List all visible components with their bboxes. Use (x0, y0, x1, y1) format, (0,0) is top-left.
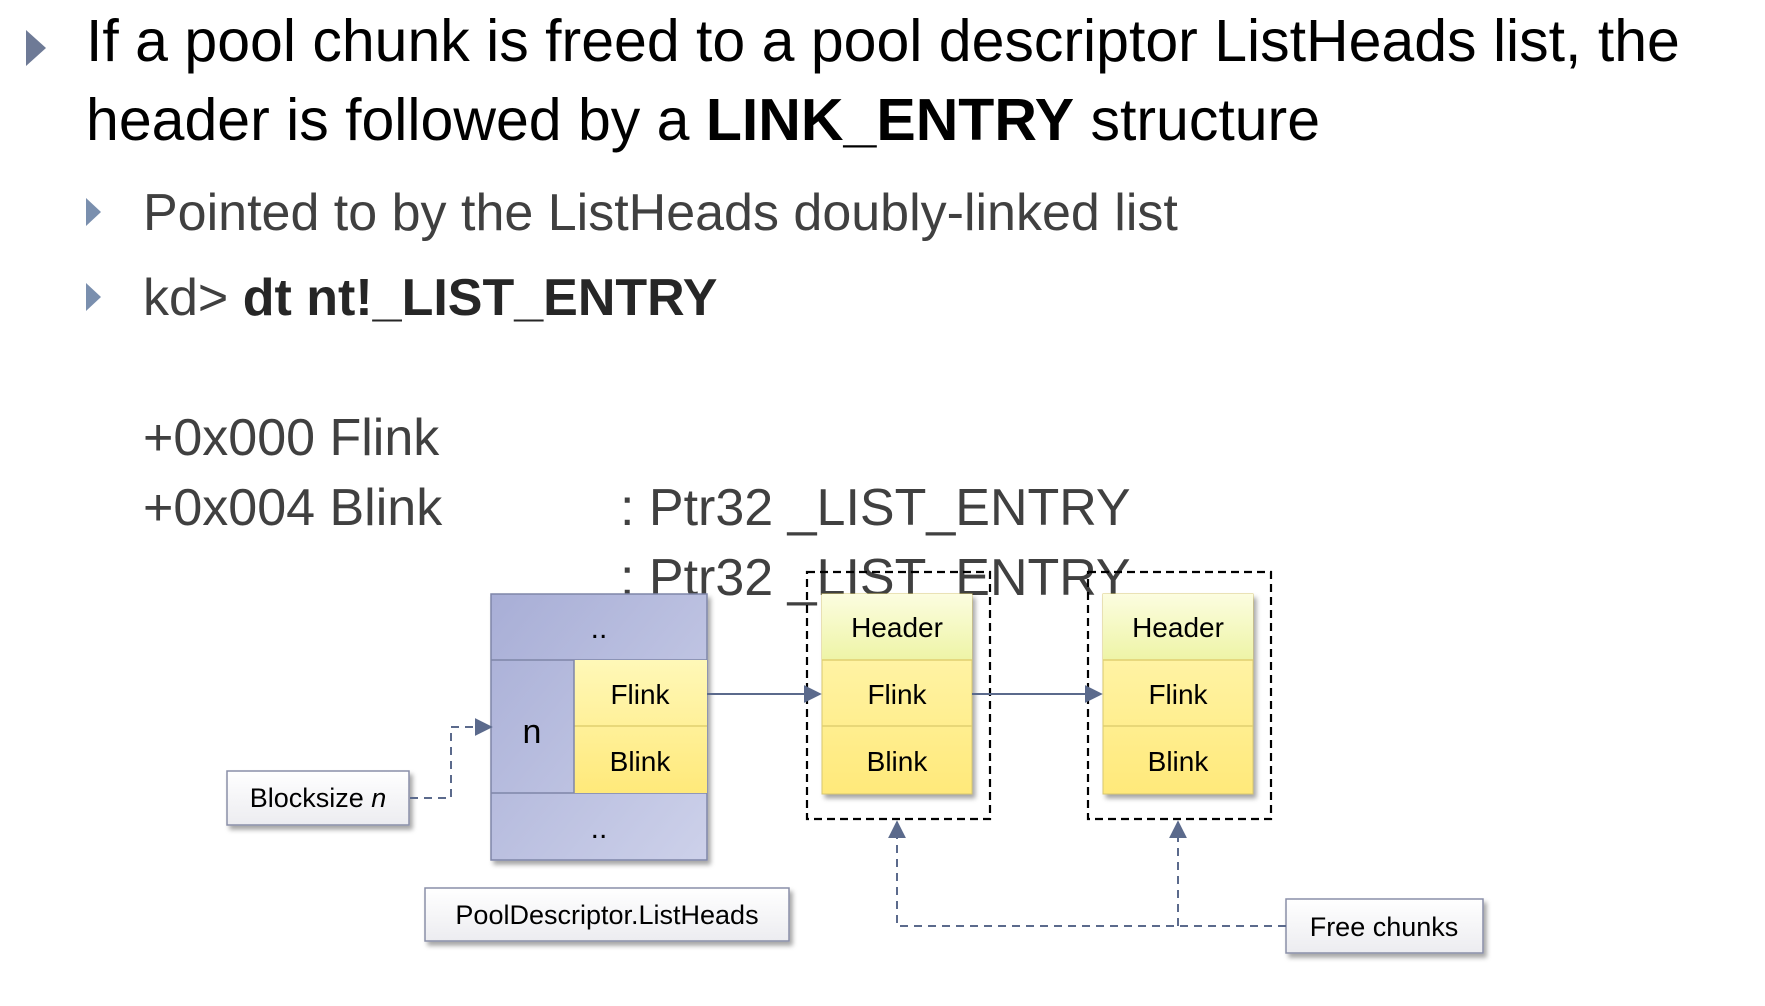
bullet-triangle-icon (26, 30, 46, 66)
bullet-main-text-end: structure (1074, 87, 1321, 153)
bullet-listheads: Pointed to by the ListHeads doubly-linke… (143, 184, 1178, 242)
blocksize-var: n (371, 783, 386, 813)
pool-bottom-dots: .. (591, 812, 608, 845)
field-offset: +0x000 Flink (143, 409, 440, 467)
free-chunks-arrow-1 (888, 820, 1286, 927)
bullet-main-text: If a pool chunk is freed to a pool descr… (86, 8, 1680, 153)
bullet-main: If a pool chunk is freed to a pool descr… (86, 2, 1756, 160)
chunk-2-header: Header (1132, 612, 1224, 643)
chunk-1-header: Header (851, 612, 943, 643)
blocksize-arrow (410, 718, 493, 799)
chunk-1-blink: Blink (867, 746, 929, 777)
free-chunks-box (1285, 898, 1484, 954)
field-row-flink: +0x000 Flink : Ptr32 _LIST_ENTRY (143, 333, 1131, 543)
blocksize-box (226, 770, 410, 826)
field-offset: +0x004 Blink (143, 479, 443, 537)
pool-top-dots: .. (591, 612, 608, 645)
sub-bullet-triangle-icon (86, 198, 101, 226)
dt-command: dt nt!_LIST_ENTRY (242, 269, 718, 327)
field-type: : Ptr32 _LIST_ENTRY (620, 479, 1131, 537)
free-chunks-label: Free chunks (1310, 912, 1459, 942)
kd-prompt: kd> (143, 269, 243, 327)
chunk-1-dashed-outline (805, 570, 992, 821)
pool-descriptor-caption: PoolDescriptor.ListHeads (455, 900, 758, 930)
bullet-command: kd> dt nt!_LIST_ENTRY (143, 263, 1643, 333)
pool-flink: Flink (610, 679, 670, 710)
chunk-2-blink: Blink (1148, 746, 1210, 777)
chunk-1-flink: Flink (867, 679, 927, 710)
pool-blink: Blink (610, 746, 672, 777)
chunk-2-dashed-outline (1086, 570, 1273, 821)
pool-index-n: n (523, 713, 542, 751)
pool-descriptor-caption-box (424, 887, 790, 942)
sub-bullet-triangle-icon (86, 283, 101, 311)
blocksize-text: Blocksize (250, 783, 372, 813)
link-entry-term: LINK_ENTRY (705, 87, 1075, 153)
blocksize-label: Blocksize n (250, 783, 387, 813)
chunk-2-flink: Flink (1148, 679, 1208, 710)
